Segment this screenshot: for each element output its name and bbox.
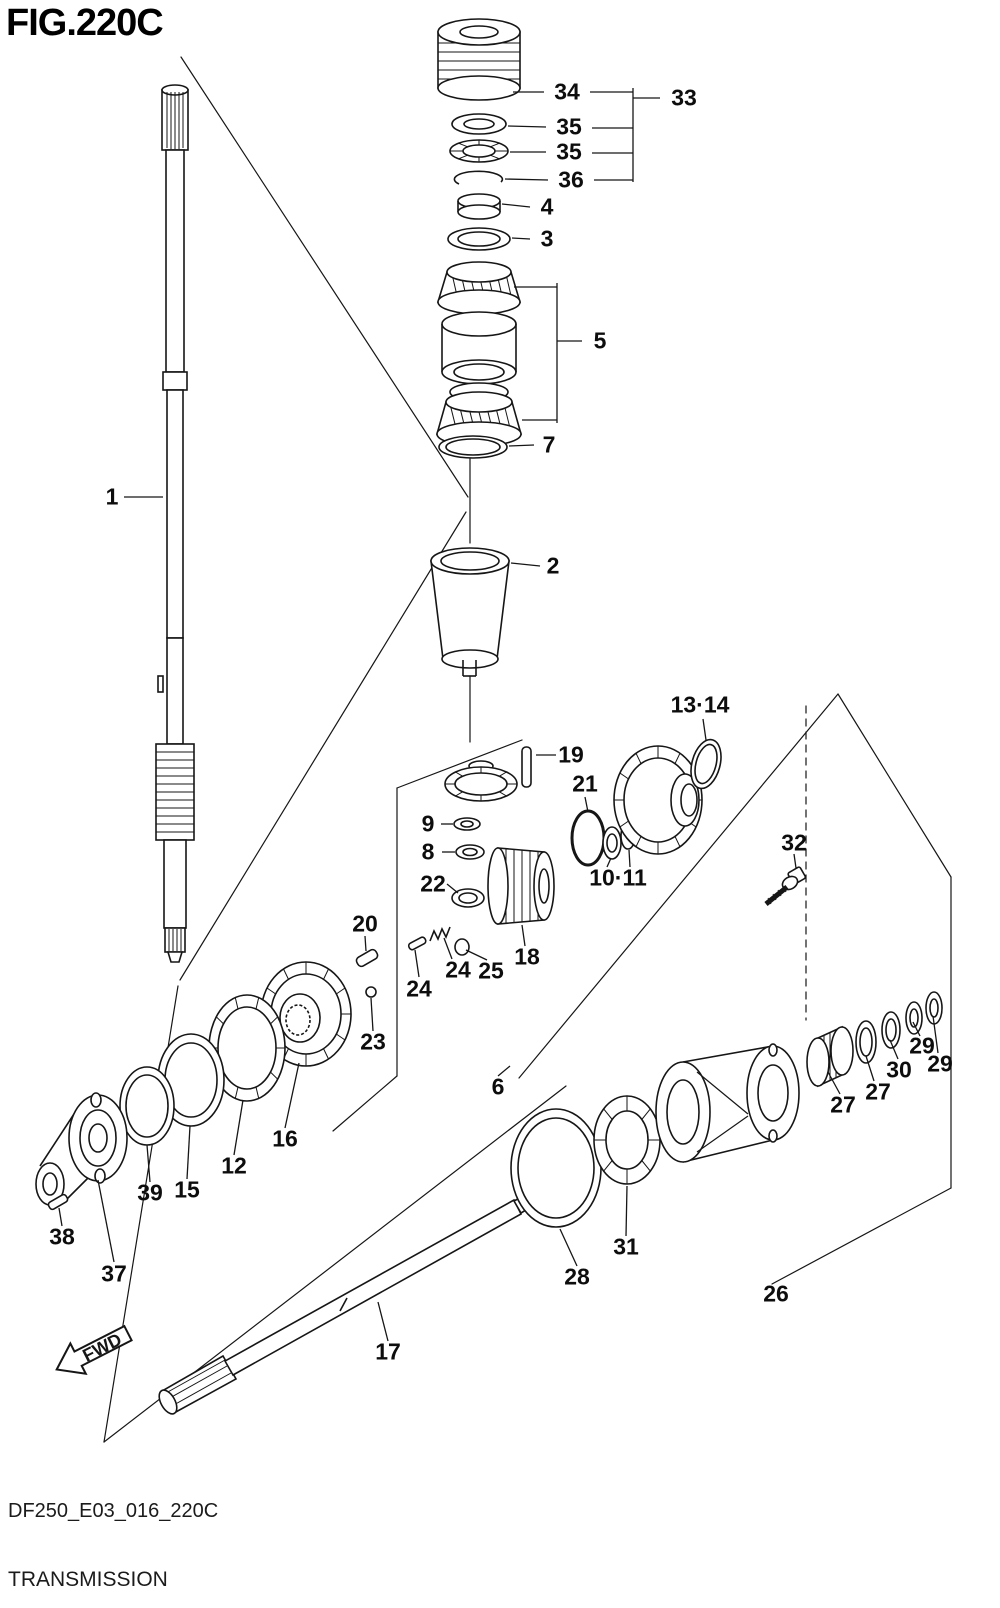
leader-lines bbox=[58, 88, 939, 1342]
callout-32: 32 bbox=[781, 829, 807, 856]
callout-3: 3 bbox=[540, 225, 554, 252]
callout-35a: 35 bbox=[556, 113, 582, 140]
figure-part-code: DF250_E03_016_220C bbox=[8, 1500, 219, 1522]
callout-2: 2 bbox=[546, 552, 560, 579]
callout-28: 28 bbox=[564, 1263, 590, 1290]
callout-18: 18 bbox=[514, 943, 540, 970]
callout-17: 17 bbox=[375, 1338, 401, 1365]
callout-39: 39 bbox=[137, 1179, 163, 1206]
forward-gear-cluster bbox=[35, 961, 352, 1211]
callout-13-14: 13·14 bbox=[670, 691, 730, 718]
callout-16: 16 bbox=[272, 1125, 298, 1152]
callout-19: 19 bbox=[558, 741, 584, 768]
callout-34: 34 bbox=[554, 78, 580, 105]
callout-30: 30 bbox=[886, 1056, 912, 1083]
callout-24b: 24 bbox=[445, 956, 471, 983]
callout-20: 20 bbox=[352, 910, 378, 937]
callout-23: 23 bbox=[360, 1028, 386, 1055]
callout-29b: 29 bbox=[927, 1050, 953, 1077]
figure-title: FIG.220C bbox=[6, 2, 164, 44]
callout-8: 8 bbox=[421, 838, 435, 865]
callout-31: 31 bbox=[613, 1233, 639, 1260]
callout-27b: 27 bbox=[865, 1078, 891, 1105]
callout-12: 12 bbox=[221, 1152, 247, 1179]
callout-22: 22 bbox=[420, 870, 446, 897]
callout-7: 7 bbox=[542, 431, 556, 458]
callout-5: 5 bbox=[593, 327, 607, 354]
callout-38: 38 bbox=[49, 1223, 75, 1250]
callout-24a: 24 bbox=[406, 975, 432, 1002]
callout-21: 21 bbox=[572, 770, 598, 797]
fwd-arrow: FWD bbox=[55, 1324, 133, 1376]
bearing-stack bbox=[435, 18, 523, 459]
callout-35b: 35 bbox=[556, 138, 582, 165]
callout-36: 36 bbox=[558, 166, 584, 193]
bearing-carrier-cluster bbox=[510, 866, 943, 1228]
callout-37: 37 bbox=[101, 1260, 127, 1287]
callout-15: 15 bbox=[174, 1176, 200, 1203]
part-2-sleeve bbox=[430, 547, 510, 677]
callout-25: 25 bbox=[478, 957, 504, 984]
pinion-clutch-cluster bbox=[355, 738, 722, 998]
part-1-driveshaft bbox=[155, 84, 195, 963]
callout-33: 33 bbox=[671, 84, 697, 111]
callout-1: 1 bbox=[105, 483, 119, 510]
callout-10-11: 10·11 bbox=[589, 864, 647, 891]
part-17-propshaft bbox=[158, 1179, 561, 1415]
fwd-arrow-shape bbox=[55, 1324, 133, 1376]
fwd-arrow-label: FWD bbox=[79, 1329, 125, 1365]
figure-caption: TRANSMISSION bbox=[8, 1568, 168, 1591]
callout-4: 4 bbox=[540, 193, 554, 220]
callout-26: 26 bbox=[763, 1280, 789, 1307]
callout-6: 6 bbox=[491, 1073, 505, 1100]
callout-9: 9 bbox=[421, 810, 435, 837]
callout-27a: 27 bbox=[830, 1091, 856, 1118]
callout-29a: 29 bbox=[909, 1032, 935, 1059]
